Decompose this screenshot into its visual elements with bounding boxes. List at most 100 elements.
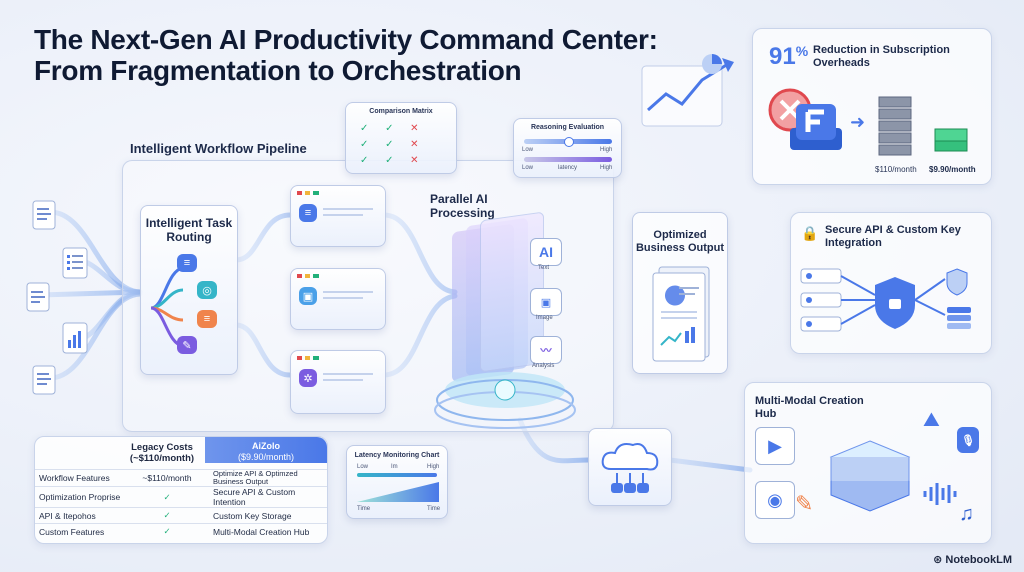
new-price: $9.90/month bbox=[929, 165, 976, 174]
aizolo-header: AiZolo($9.90/month) bbox=[237, 441, 295, 462]
legacy-cell: ~$110/month bbox=[125, 469, 209, 487]
text-line bbox=[323, 297, 363, 299]
cross-icon: ✕ bbox=[410, 139, 419, 150]
cross-icon: ✕ bbox=[410, 123, 419, 134]
window-dots bbox=[297, 356, 319, 360]
doc-icon bbox=[26, 282, 50, 317]
table-row: Workflow Features ~$110/month Optimize A… bbox=[35, 469, 327, 487]
savings-text: Reduction in Subscription Overheads bbox=[813, 44, 950, 69]
text-window: ≡ bbox=[290, 185, 386, 247]
comparison-matrix: Comparison Matrix ✓ ✓ ✕ ✓ ✓ ✕ ✓ ✓ ✕ bbox=[345, 102, 457, 174]
latency-chart-bar bbox=[357, 473, 437, 477]
old-price: $110/month bbox=[875, 165, 917, 174]
reasoning-evaluation: Reasoning Evaluation Low High Low latenc… bbox=[513, 118, 622, 178]
lock-icon: 🔒 bbox=[801, 225, 819, 241]
feature-cell: Custom Features bbox=[35, 523, 125, 539]
latency-chart-mid: Im bbox=[391, 464, 398, 470]
cost-table: Legacy Costs(~$110/month) AiZolo($9.90/m… bbox=[34, 436, 328, 544]
task-routing-card: Intelligent Task Routing ≡ ◎ ≡ ✎ bbox=[140, 205, 238, 375]
gear-icon: ✲ bbox=[299, 369, 317, 387]
pipeline-title: Intelligent Workflow Pipeline bbox=[130, 141, 307, 156]
latency-mid-label: latency bbox=[558, 165, 578, 171]
check-icon: ✓ bbox=[125, 523, 209, 539]
cash-icon bbox=[934, 128, 968, 152]
check-icon: ✓ bbox=[385, 139, 394, 150]
security-diagram-icon bbox=[800, 268, 971, 332]
arrow-right-icon: ➜ bbox=[850, 112, 866, 132]
ai-text-tile: AI bbox=[530, 238, 562, 266]
latency-low-label: Low bbox=[522, 165, 534, 171]
list-icon: ≡ bbox=[177, 254, 197, 272]
latency-chart-high: High bbox=[427, 464, 440, 470]
text-line bbox=[323, 208, 373, 210]
latency-chart-title: Latency Monitoring Chart bbox=[354, 452, 440, 459]
creation-device-icon bbox=[829, 440, 911, 512]
image-icon: ▣ bbox=[530, 288, 562, 316]
latency-chart-xleft: Time bbox=[357, 506, 371, 512]
multimodal-card: Multi-Modal Creation Hub ▶ ◉ ✎ ⛰ 🎙 ♫ bbox=[744, 382, 992, 544]
mountain-image-icon: ⛰ bbox=[923, 409, 940, 431]
text-line bbox=[323, 373, 373, 375]
legacy-header: Legacy Costs(~$110/month) bbox=[129, 442, 195, 464]
business-output-title: Optimized Business Output bbox=[635, 229, 724, 254]
analysis-label: Analysis bbox=[532, 363, 555, 369]
matrix-grid: ✓ ✓ ✕ ✓ ✓ ✕ ✓ ✓ ✕ bbox=[360, 121, 419, 169]
window-dots bbox=[297, 274, 319, 278]
doc-list-icon bbox=[62, 247, 88, 284]
analysis-window: ✲ bbox=[290, 350, 386, 414]
feature-cell: API & Itepohos bbox=[35, 507, 125, 524]
report-document-icon bbox=[652, 266, 710, 362]
tasks-icon: ≡ bbox=[197, 310, 217, 328]
aizolo-cell: Secure API & Custom Intention bbox=[209, 486, 327, 508]
glowing-platform-icon bbox=[434, 372, 576, 429]
table-row: API & Itepohos ✓ Custom Key Storage bbox=[35, 507, 327, 524]
brain-icon: ◎ bbox=[197, 281, 217, 299]
document-icon: ≡ bbox=[299, 204, 317, 222]
paintbrush-icon: ✎ bbox=[795, 491, 814, 516]
check-icon: ✓ bbox=[385, 123, 394, 134]
music-note-icon: ♫ bbox=[959, 503, 974, 525]
notebooklm-logo-icon: ⊛ bbox=[933, 554, 946, 566]
image-icon: ▣ bbox=[299, 287, 317, 305]
check-icon: ✓ bbox=[360, 123, 369, 134]
table-row: Optimization Proprise ✓ Secure API & Cus… bbox=[35, 486, 327, 508]
check-icon: ✓ bbox=[385, 155, 394, 166]
check-icon: ✓ bbox=[360, 139, 369, 150]
feature-cell: Optimization Proprise bbox=[35, 486, 125, 508]
aizolo-header-bg bbox=[205, 437, 327, 463]
cross-icon: ✕ bbox=[410, 155, 419, 166]
aizolo-cell: Custom Key Storage bbox=[209, 507, 327, 524]
parallel-title: Parallel AI Processing bbox=[430, 192, 495, 220]
text-line bbox=[323, 379, 363, 381]
doc-icon bbox=[32, 200, 56, 235]
latency-area-icon bbox=[357, 482, 439, 502]
multimodal-title: Multi-Modal Creation Hub bbox=[755, 395, 864, 420]
business-output-card: Optimized Business Output bbox=[632, 212, 728, 374]
doc-icon bbox=[32, 365, 56, 400]
image-label: Image bbox=[536, 315, 553, 321]
secure-api-title: Secure API & Custom Key Integration bbox=[825, 224, 961, 249]
latency-bar bbox=[524, 157, 612, 162]
page-title: The Next-Gen AI Productivity Command Cen… bbox=[34, 24, 658, 86]
reasoning-high-label: High bbox=[600, 147, 613, 153]
image-window: ▣ bbox=[290, 268, 386, 330]
doc-chart-icon bbox=[62, 322, 88, 359]
camera-icon: ◉ bbox=[755, 481, 795, 519]
latency-chart-low: Low bbox=[357, 464, 369, 470]
check-icon: ✓ bbox=[360, 155, 369, 166]
latency-chart-xright: Time bbox=[427, 506, 441, 512]
audio-wave-icon bbox=[923, 483, 957, 505]
check-icon: ✓ bbox=[125, 507, 209, 524]
cloud-card bbox=[588, 428, 672, 506]
video-icon: ▶ bbox=[755, 427, 795, 465]
edit-icon: ✎ bbox=[177, 336, 197, 354]
check-icon: ✓ bbox=[125, 486, 209, 508]
aizolo-logo-icon bbox=[790, 104, 842, 150]
text-line bbox=[323, 291, 373, 293]
aizolo-cell: Optimize API & Optimzed Business Output bbox=[209, 469, 327, 487]
window-dots bbox=[297, 191, 319, 195]
text-line bbox=[323, 214, 363, 216]
cost-table-grid: Workflow Features ~$110/month Optimize A… bbox=[35, 469, 327, 539]
text-label: Text bbox=[538, 265, 550, 271]
